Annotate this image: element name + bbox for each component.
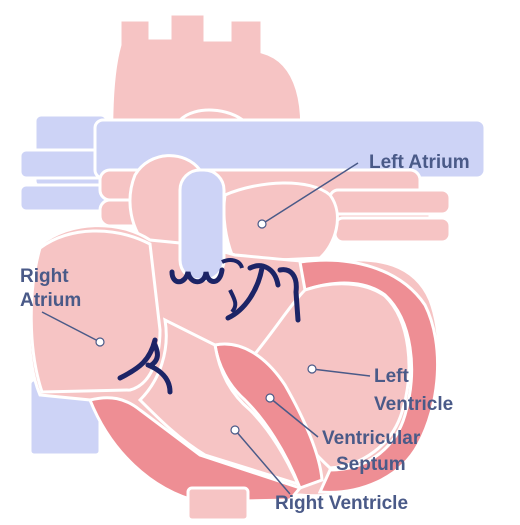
label-septum-line1: Ventricular [322,428,420,450]
label-left-atrium: Left Atrium [369,152,470,174]
apex-vessel [188,488,248,520]
label-right-atrium-line2: Atrium [20,290,81,312]
descending-vessel [180,170,224,280]
label-left-ventricle-line2: Ventricle [374,394,453,416]
label-right-atrium-line1: Right [20,266,69,288]
left-atrium-chamber [224,183,338,262]
pulmonary-vein-right-upper [330,190,450,214]
label-septum-line2: Septum [336,454,406,476]
pulmonary-vein-right-lower [335,218,450,242]
label-left-ventricle-line1: Left [374,366,409,388]
label-right-ventricle: Right Ventricle [275,493,408,515]
